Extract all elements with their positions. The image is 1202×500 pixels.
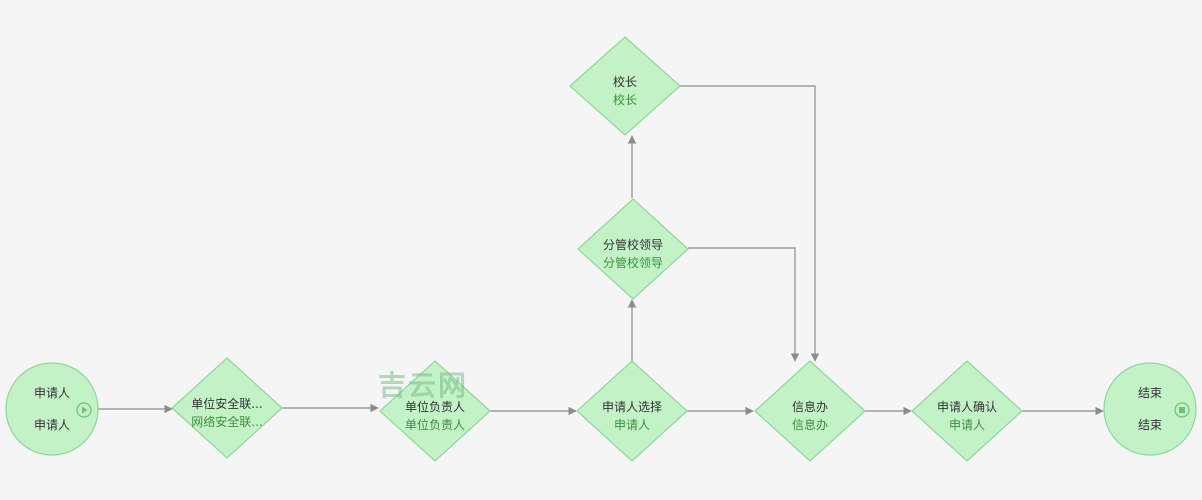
vice-leader-node-shape[interactable] — [577, 198, 689, 300]
play-icon[interactable] — [76, 402, 92, 418]
applicant-choice-node[interactable]: 申请人选择 申请人 — [582, 398, 682, 434]
vice-leader-node-subtitle: 分管校领导 — [602, 256, 663, 270]
principal-node-subtitle: 校长 — [612, 93, 637, 107]
edge-principal-to-info-office — [680, 85, 820, 362]
info-office-node-shape[interactable] — [754, 360, 866, 462]
applicant-choice-node-shape[interactable] — [576, 360, 688, 462]
info-office-node-subtitle: 信息办 — [791, 418, 828, 432]
unit-safety-node[interactable]: 单位安全联... 网络安全联... — [177, 395, 277, 431]
info-office-node[interactable]: 信息办 信息办 — [770, 398, 850, 434]
vice-leader-node-title: 分管校领导 — [602, 238, 663, 252]
end-node-subtitle: 结束 — [1137, 418, 1162, 432]
unit-safety-node-subtitle: 网络安全联... — [191, 415, 263, 429]
unit-head-node-title: 单位负责人 — [404, 400, 465, 414]
end-node-title: 结束 — [1137, 386, 1162, 400]
unit-head-node-shape[interactable] — [379, 360, 491, 462]
applicant-choice-node-title: 申请人选择 — [601, 400, 662, 414]
edge-vice-leader-to-info-office — [688, 247, 800, 362]
start-node-subtitle: 申请人 — [33, 418, 70, 432]
applicant-confirm-node-title: 申请人确认 — [936, 400, 997, 414]
watermark-logo: 吉云网 — [378, 369, 469, 402]
start-node[interactable]: 申请人 申请人 — [12, 384, 92, 434]
unit-safety-node-shape[interactable] — [171, 357, 283, 459]
principal-node[interactable]: 校长 校长 — [585, 73, 665, 109]
unit-head-node-subtitle: 单位负责人 — [404, 418, 465, 432]
end-node-shape[interactable] — [1103, 362, 1197, 456]
unit-safety-node-title: 单位安全联... — [191, 397, 263, 411]
unit-head-node[interactable]: 单位负责人 单位负责人 — [385, 398, 485, 434]
vice-leader-node[interactable]: 分管校领导 分管校领导 — [583, 236, 683, 272]
principal-node-title: 校长 — [612, 75, 637, 89]
start-node-title: 申请人 — [33, 386, 70, 400]
principal-node-shape[interactable] — [569, 36, 681, 136]
applicant-confirm-node[interactable]: 申请人确认 申请人 — [917, 398, 1017, 434]
applicant-choice-node-subtitle: 申请人 — [613, 418, 650, 432]
end-node[interactable]: 结束 结束 — [1110, 384, 1190, 434]
info-office-node-title: 信息办 — [791, 400, 828, 414]
start-node-shape[interactable] — [5, 362, 99, 456]
applicant-confirm-node-shape[interactable] — [911, 360, 1023, 462]
applicant-confirm-node-subtitle: 申请人 — [948, 418, 985, 432]
stop-icon[interactable] — [1174, 402, 1190, 418]
